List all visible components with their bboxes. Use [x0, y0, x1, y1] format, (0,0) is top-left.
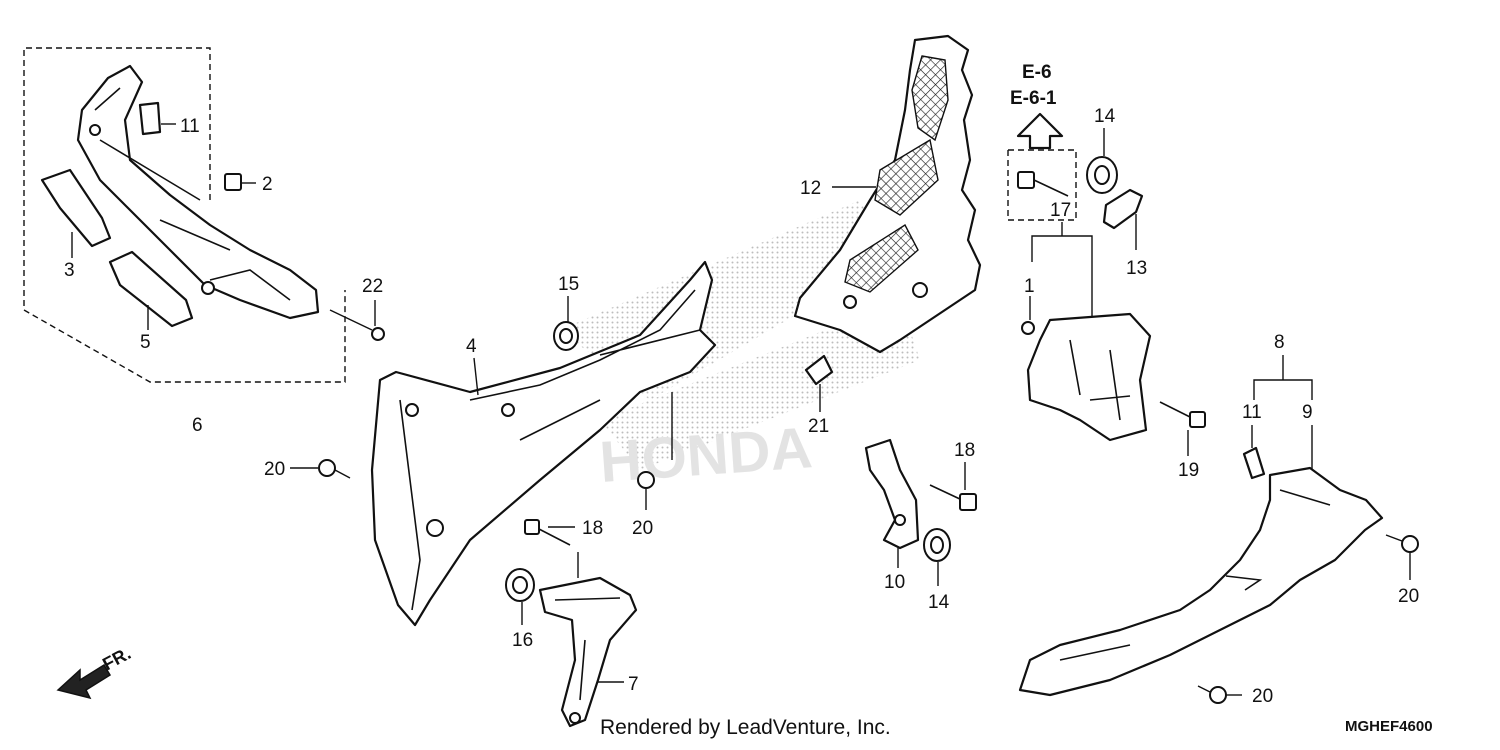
- callout-4: 4: [466, 336, 477, 357]
- callout-11-right: 11: [1242, 402, 1262, 423]
- part-14-grommet-top: [1086, 128, 1118, 194]
- part-22-screw: [329, 300, 385, 341]
- callout-20-left: 20: [264, 459, 285, 480]
- callout-1: 1: [1024, 276, 1035, 297]
- part-19-bolt: [1159, 401, 1206, 456]
- watermark-text: HONDA: [598, 415, 815, 495]
- callout-10: 10: [884, 572, 905, 593]
- footer-credit: Rendered by LeadVenture, Inc.: [600, 716, 891, 739]
- callout-2: 2: [262, 174, 273, 195]
- part-18-bolt-lower: [524, 519, 579, 578]
- front-direction-arrow: FR.: [56, 643, 134, 700]
- part-3-pad: [40, 168, 112, 258]
- callout-15: 15: [558, 274, 579, 295]
- part-6-bracket: [76, 64, 320, 320]
- callout-13: 13: [1126, 258, 1147, 279]
- callout-20-bottom: 20: [1252, 686, 1273, 707]
- part-8-group: [1253, 355, 1313, 400]
- callout-6: 6: [192, 415, 203, 436]
- part-10-stay: [864, 438, 920, 568]
- part-11-spring: [1242, 425, 1266, 480]
- part-14-grommet-lower: [923, 528, 951, 586]
- callout-22: 22: [362, 276, 383, 297]
- footer-code: MGHEF4600: [1345, 718, 1433, 735]
- callout-16: 16: [512, 630, 533, 651]
- part-4-cover: [370, 260, 717, 627]
- part-2-nut: [224, 173, 256, 191]
- callout-14-lower: 14: [928, 592, 950, 613]
- callout-3: 3: [64, 260, 75, 281]
- part-5-pad: [108, 250, 194, 330]
- callout-20-center: 20: [632, 518, 653, 539]
- part-15-grommet: [553, 296, 579, 351]
- reference-arrow: [1007, 112, 1077, 221]
- reference-e6: E-6: [1022, 62, 1052, 83]
- callout-17: 17: [1050, 200, 1071, 221]
- callout-21: 21: [808, 416, 829, 437]
- part-7-stay: [538, 576, 638, 728]
- callout-14-top: 14: [1094, 106, 1116, 127]
- callout-18-right: 18: [954, 440, 975, 461]
- callout-labels: 2 3 5 6 11 22 4 15 20 20 18 16 7 12 21 1…: [64, 106, 1419, 707]
- part-9-cover: [1018, 425, 1384, 697]
- part-20-screw-center: [637, 392, 673, 510]
- part-16-grommet: [505, 568, 535, 625]
- part-12-panel: [793, 34, 982, 354]
- part-11-clip: [138, 101, 176, 136]
- callout-5: 5: [140, 332, 151, 353]
- part-20-screw-left: [290, 459, 351, 479]
- callout-19: 19: [1178, 460, 1199, 481]
- part-20-screw-bottom: [1197, 685, 1242, 704]
- callout-11-top: 11: [180, 116, 200, 137]
- callout-8: 8: [1274, 332, 1285, 353]
- callout-7: 7: [628, 674, 639, 695]
- reference-e6-1: E-6-1: [1010, 88, 1057, 109]
- callout-18-lower: 18: [582, 518, 603, 539]
- callout-20-right: 20: [1398, 586, 1419, 607]
- group-box-6: [23, 47, 346, 383]
- reference-labels: E-6 E-6-1: [1010, 62, 1057, 109]
- part-17-bracket: [1021, 222, 1152, 442]
- part-21-clip: [804, 354, 834, 412]
- footer: Rendered by LeadVenture, Inc. MGHEF4600: [600, 716, 1433, 739]
- part-13-clamp: [1102, 188, 1144, 250]
- callout-12: 12: [800, 178, 821, 199]
- part-18-bolt-right: [929, 462, 977, 511]
- part-20-screw-right: [1385, 534, 1419, 580]
- callout-9: 9: [1302, 402, 1313, 423]
